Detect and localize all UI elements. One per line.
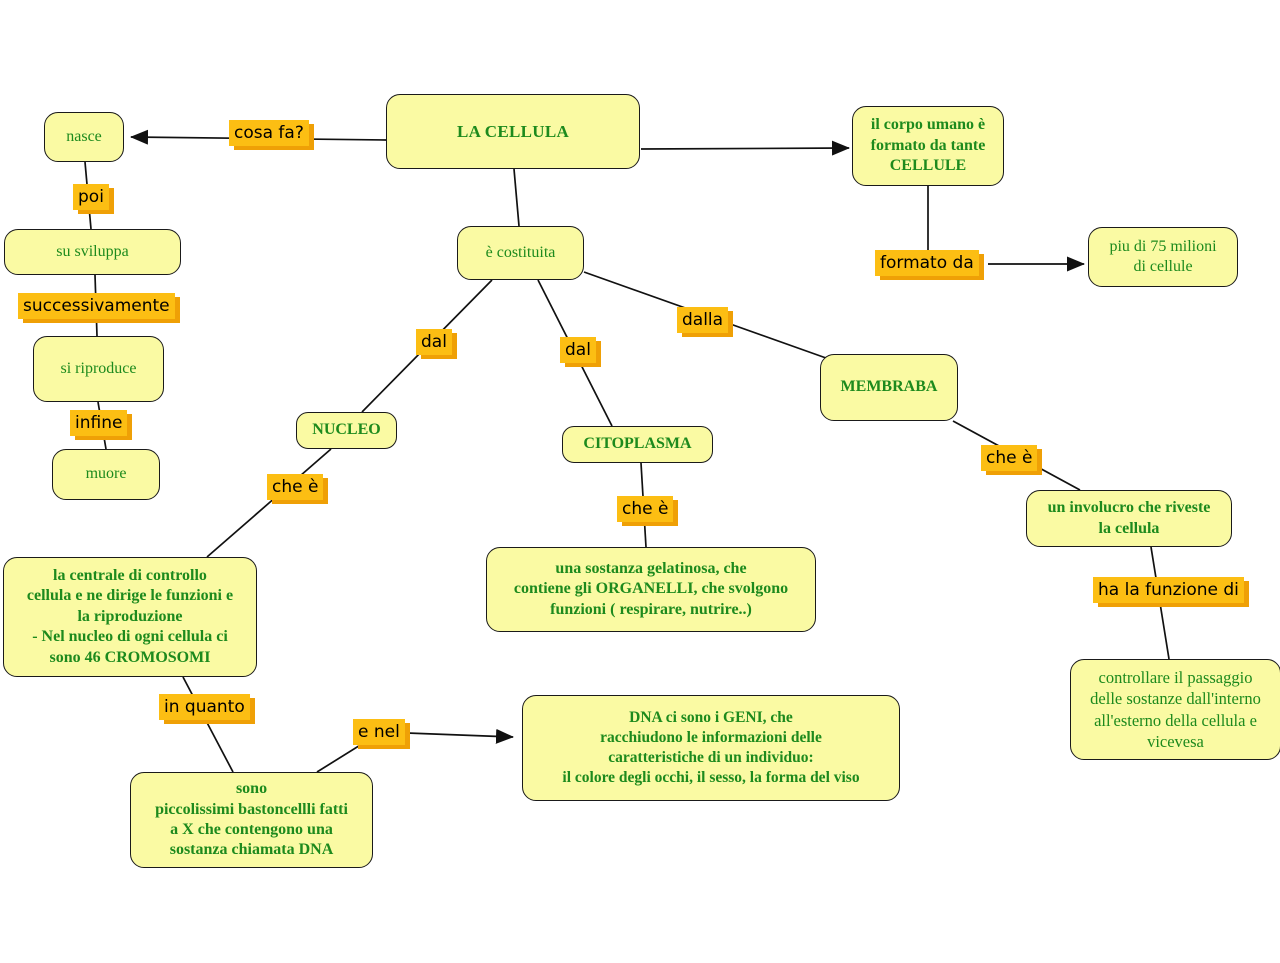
node-citoplasma: CITOPLASMA xyxy=(562,426,713,463)
edge-label-che-e-citoplasma: che è xyxy=(617,496,674,522)
edge-enel-dna xyxy=(406,728,514,744)
edge-label-dal-nucleo: dal xyxy=(416,329,452,355)
node-involucro: un involucro che riveste la cellula xyxy=(1026,490,1232,547)
node-si-riproduce: si riproduce xyxy=(33,336,164,402)
edge-nucleo-centrale xyxy=(206,448,332,558)
node-controllare-passaggio: controllare il passaggio delle sostanze … xyxy=(1070,659,1280,760)
edge-label-dal-citoplasma: dal xyxy=(560,337,596,363)
node-e-costituita: è costituita xyxy=(457,226,584,280)
edge-label-infine: infine xyxy=(70,410,128,436)
node-sostanza-gelatinosa: una sostanza gelatinosa, che contiene gl… xyxy=(486,547,816,632)
edge-label-successivamente: successivamente xyxy=(18,293,175,319)
node-centrale-controllo: la centrale di controllo cellula e ne di… xyxy=(3,557,257,677)
node-dna-geni: DNA ci sono i GENI, che racchiudono le i… xyxy=(522,695,900,801)
node-nucleo: NUCLEO xyxy=(296,412,397,449)
edge-label-formato-da: formato da xyxy=(875,250,979,276)
edge-label-e-nel: e nel xyxy=(353,719,405,745)
edge-label-cosa-fa: cosa fa? xyxy=(229,120,309,146)
node-nasce: nasce xyxy=(44,112,124,162)
node-su-sviluppa: su sviluppa xyxy=(4,229,181,275)
edge-label-che-e-nucleo: che è xyxy=(267,474,324,500)
edge-involucro-controllare xyxy=(1150,546,1170,660)
node-muore: muore xyxy=(52,449,160,500)
edge-label-poi: poi xyxy=(73,184,109,210)
node-corpo-umano: il corpo umano è formato da tante CELLUL… xyxy=(852,106,1004,186)
edge-cellula-costituita xyxy=(513,168,520,227)
edge-centrale-cromosomi xyxy=(182,676,234,773)
edge-label-ha-la-funzione-di: ha la funzione di xyxy=(1093,577,1244,603)
edge-label-che-e-membrana: che è xyxy=(981,445,1038,471)
edge-label-dalla: dalla xyxy=(677,307,729,333)
node-membrana: MEMBRABA xyxy=(820,354,958,421)
node-la-cellula: LA CELLULA xyxy=(386,94,640,169)
edge-cellula-corpo xyxy=(640,140,850,156)
edge-label-in-quanto: in quanto xyxy=(159,694,250,720)
node-milioni-cellule: piu di 75 milioni di cellule xyxy=(1088,227,1238,287)
node-cromosomi: sono piccolissimi bastoncellli fatti a X… xyxy=(130,772,373,868)
